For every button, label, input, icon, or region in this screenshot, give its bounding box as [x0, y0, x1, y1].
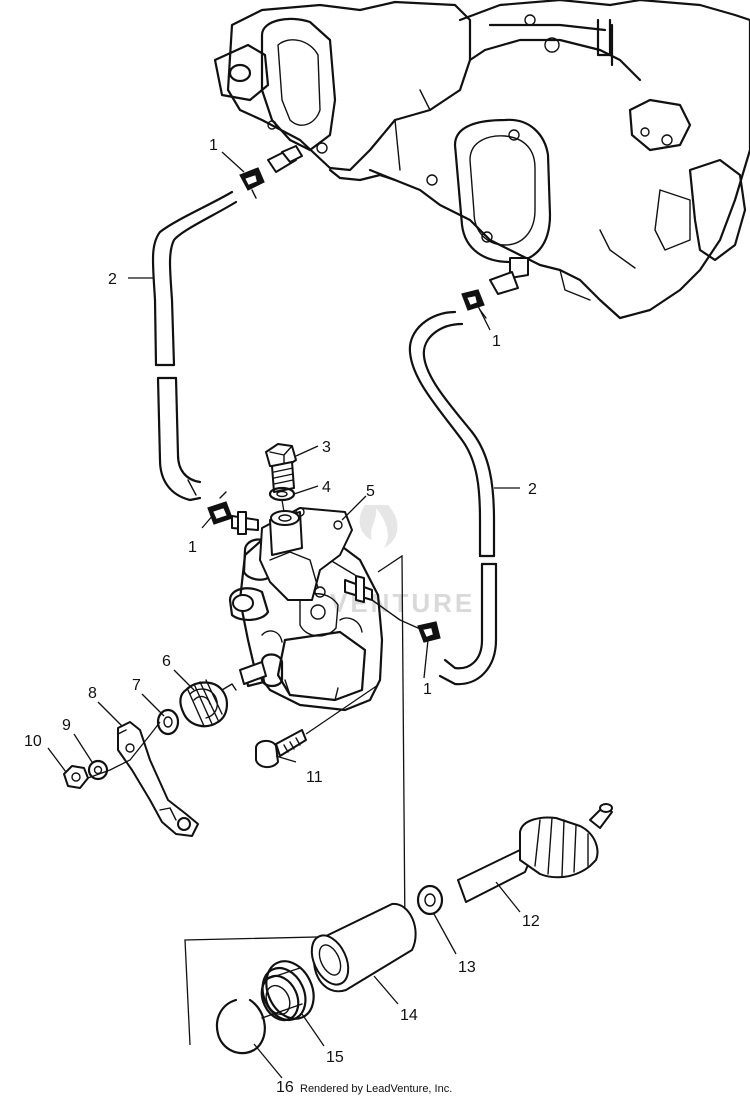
- callout-10: 10: [24, 733, 42, 750]
- callout-1-middle-left: 1: [188, 539, 197, 556]
- hose-clamp-1d: [417, 621, 441, 643]
- watermark-logo: VENTURE: [330, 505, 472, 618]
- callout-1-upper-left: 1: [209, 137, 218, 154]
- callout-4: 4: [322, 479, 331, 496]
- callout-14: 14: [400, 1007, 418, 1024]
- pump-drive-gear: [457, 803, 613, 903]
- washer-7: [156, 708, 180, 736]
- callout-6: 6: [162, 653, 171, 670]
- thrust-washer: [416, 884, 444, 916]
- mounting-screw: [255, 729, 307, 768]
- callout-16: 16: [276, 1079, 294, 1096]
- callout-9: 9: [62, 717, 71, 734]
- snap-ring: [215, 998, 266, 1055]
- banjo-bolt: [265, 443, 297, 493]
- render-credit: Rendered by LeadVenture, Inc.: [300, 1083, 453, 1095]
- banjo-fitting: [269, 510, 303, 556]
- hose-fitting-upper-left: [267, 145, 303, 173]
- oil-hose-left: [151, 190, 238, 502]
- callout-2-right: 2: [528, 481, 537, 498]
- callout-12: 12: [522, 913, 540, 930]
- callout-15: 15: [326, 1049, 344, 1066]
- return-spring: [179, 679, 237, 728]
- pump-lever-arm: [117, 721, 199, 837]
- pump-outlet-nipple-right: [344, 575, 419, 629]
- callout-7: 7: [132, 677, 141, 694]
- callout-2-left: 2: [108, 271, 117, 288]
- hex-nut: [63, 765, 89, 789]
- gear-sleeve: [310, 902, 417, 993]
- callout-1-upper-right: 1: [492, 333, 501, 350]
- callout-labels: 1 2 1 3 4 5 2 1 6 1 7 8 9 10 11 12 13 14…: [24, 137, 540, 1096]
- engine-cylinder-housing: [213, 0, 750, 320]
- oil-seal: [260, 960, 315, 1022]
- callout-11: 11: [306, 769, 323, 786]
- leader-lines: [47, 151, 521, 1079]
- callout-8: 8: [88, 685, 97, 702]
- washer-9: [87, 759, 109, 781]
- callout-1-middle-right: 1: [423, 681, 432, 698]
- hose-clamp-1a: [239, 167, 265, 199]
- callout-5: 5: [366, 483, 375, 500]
- hose-clamp-1c: [207, 491, 233, 525]
- hose-clamp-1b: [461, 289, 487, 319]
- pump-inlet-nipple-left: [231, 511, 259, 535]
- callout-13: 13: [458, 959, 476, 976]
- oil-hose-right: [408, 310, 498, 686]
- hose-fitting-upper-right: [489, 257, 529, 295]
- pump-shaft-stub: [239, 661, 267, 685]
- callout-3: 3: [322, 439, 331, 456]
